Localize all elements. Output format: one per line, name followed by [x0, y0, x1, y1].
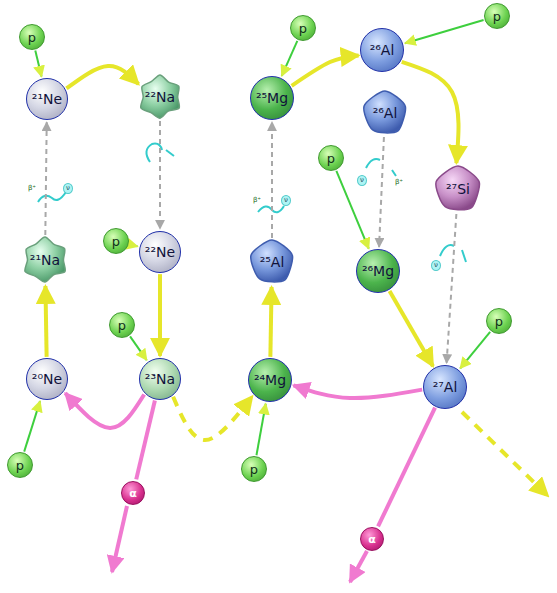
reaction-arrow	[45, 286, 46, 357]
stable-nucleus: ²²Ne	[139, 231, 181, 273]
nucleus-label: p	[112, 235, 120, 248]
positron-label: β⁺	[395, 179, 403, 186]
proton-capture-arrow	[460, 332, 490, 369]
stable-nucleus: ²⁷Al	[423, 365, 467, 409]
stable-nucleus: ²⁰Ne	[26, 358, 68, 400]
alpha-emission-arrow	[65, 393, 144, 428]
proton-capture-arrow	[130, 244, 138, 246]
nucleus-label: p	[250, 463, 258, 476]
nucleus-label: ²⁰Ne	[32, 372, 62, 386]
unstable-nucleus: ²⁵Al	[249, 239, 295, 285]
proton-circle: p	[318, 145, 344, 171]
stable-nucleus: ²³Na	[139, 358, 181, 400]
nucleus-label: ²⁵Mg	[256, 91, 288, 105]
reaction-arrow	[158, 274, 162, 356]
connectors	[24, 20, 490, 526]
proton-circle: p	[109, 312, 135, 338]
proton-circle: p	[103, 228, 129, 254]
proton-capture-arrow	[35, 51, 41, 77]
nucleus-label: ²³Na	[145, 372, 175, 386]
nucleus-label: p	[118, 319, 126, 332]
stable-nucleus: ²⁵Mg	[250, 76, 294, 120]
nucleus-label: ²¹Ne	[32, 92, 62, 106]
proton-capture-arrow	[405, 20, 484, 43]
nucleus-label: ²⁶Al	[373, 106, 398, 120]
alpha-outflow	[112, 506, 127, 572]
proton-capture-arrow	[336, 171, 368, 249]
nucleus-label: p	[28, 31, 36, 44]
beta-decay-arrow	[159, 121, 161, 229]
stable-nucleus: ²⁶Mg	[356, 249, 400, 293]
proton-circle: p	[19, 24, 45, 50]
positron-label: β⁺	[253, 197, 261, 204]
beta-decay-arrow	[379, 137, 384, 247]
nucleus-label: α	[368, 534, 376, 545]
reaction-arrow	[270, 287, 271, 357]
proton-circle: p	[484, 3, 510, 29]
neutrino-label: ν	[431, 260, 441, 271]
nucleus-label: ²⁷Al	[433, 380, 458, 394]
nucleus-label: ²⁷Si	[446, 182, 470, 196]
positron-label: β⁺	[28, 185, 36, 192]
proton-circle: p	[486, 308, 512, 334]
nucleus-label: ²⁵Al	[260, 255, 285, 269]
proton-capture-arrow	[282, 41, 298, 76]
proton-circle: p	[7, 452, 33, 478]
alpha-circle: α	[121, 481, 145, 505]
stable-nucleus: ²⁴Mg	[248, 358, 292, 402]
reaction-arrow	[292, 55, 359, 85]
nucleus-label: ²²Na	[145, 90, 175, 104]
nucleus-label: ²⁶Mg	[362, 264, 394, 278]
nucleus-label: ²⁶Al	[370, 43, 395, 57]
nucleus-label: ²²Ne	[145, 245, 175, 259]
beta-decay-arrow	[447, 214, 457, 363]
nucleus-label: α	[129, 488, 137, 499]
neutrino-label: ν	[63, 183, 73, 194]
proton-circle: p	[241, 456, 267, 482]
alpha-emission-arrow	[136, 401, 155, 480]
reaction-arrow	[173, 396, 252, 440]
alpha-circle: α	[360, 527, 384, 551]
unstable-nucleus: ²⁷Si	[434, 165, 482, 213]
decorations	[38, 144, 548, 582]
neutrino-label: ν	[281, 195, 291, 206]
unstable-nucleus: ²⁶Al	[362, 90, 408, 136]
nucleus-label: ²¹Na	[30, 253, 60, 267]
neutrino-curl	[38, 192, 66, 202]
proton-capture-arrow	[24, 401, 40, 452]
alpha-outflow	[350, 551, 367, 582]
unstable-nucleus: ²¹Na	[21, 236, 69, 284]
stable-nucleus: ²⁶Al	[360, 28, 404, 72]
nucleus-label: p	[495, 315, 503, 328]
nucleus-label: p	[299, 22, 307, 35]
nucleus-label: p	[16, 459, 24, 472]
proton-circle: p	[290, 15, 316, 41]
proton-capture-arrow	[256, 404, 265, 456]
beta-decay-arrow	[45, 122, 46, 235]
unstable-nucleus: ²²Na	[137, 74, 183, 120]
stable-nucleus: ²¹Ne	[26, 78, 68, 120]
reaction-arrow	[390, 291, 433, 366]
beta-decay-arrow	[271, 122, 273, 238]
proton-capture-arrow	[130, 336, 147, 360]
nucleus-label: p	[327, 152, 335, 165]
nucleus-label: ²⁴Mg	[254, 373, 286, 387]
alpha-emission-arrow	[294, 385, 423, 398]
cycle-outflow	[462, 412, 548, 496]
neutrino-curl	[366, 159, 396, 176]
neutrino-label: ν	[357, 175, 367, 186]
reaction-arrow	[402, 62, 459, 163]
reaction-arrow	[66, 66, 138, 88]
nucleus-label: p	[493, 10, 501, 23]
alpha-emission-arrow	[378, 408, 435, 527]
